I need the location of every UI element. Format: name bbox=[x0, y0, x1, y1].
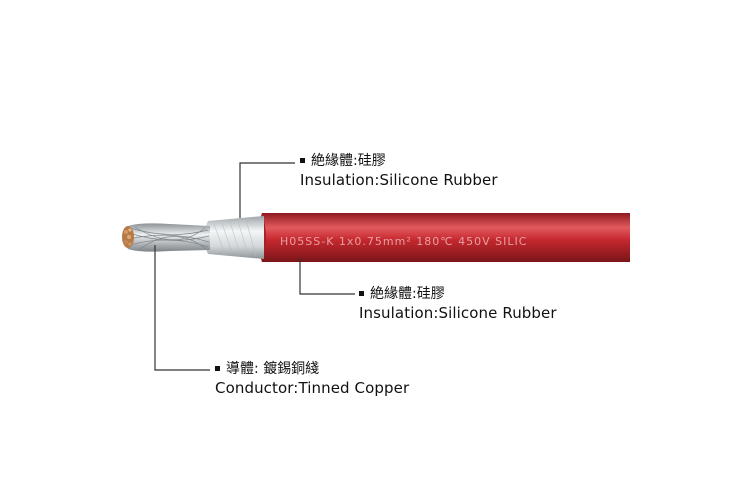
callout-conductor: 導體: 鍍錫銅綫 Conductor:Tinned Copper bbox=[215, 361, 409, 397]
leader-lines bbox=[154, 162, 355, 371]
cable-marking: H05SS-K 1x0.75mm² 180℃ 450V SILIC bbox=[280, 235, 527, 248]
outer-jacket bbox=[258, 213, 630, 262]
bullet-icon bbox=[215, 365, 220, 371]
callout-en-text: Insulation:Silicone Rubber bbox=[359, 303, 557, 322]
callout-cn-text: 絶緣體:硅膠 bbox=[370, 286, 445, 302]
leader-insulation-top bbox=[239, 162, 295, 218]
inner-insulation bbox=[204, 216, 264, 259]
callout-cn-text: 導體: 鍍錫銅綫 bbox=[226, 361, 320, 377]
conductor-strands bbox=[128, 226, 210, 250]
callout-en-text: Insulation:Silicone Rubber bbox=[300, 170, 498, 189]
bullet-icon bbox=[300, 157, 305, 163]
leader-conductor bbox=[154, 245, 210, 371]
insulation-texture bbox=[213, 219, 257, 257]
callout-insulation-top: 絶緣體:硅膠 Insulation:Silicone Rubber bbox=[300, 153, 498, 189]
conductor-bundle bbox=[124, 223, 210, 252]
leader-insulation-bottom bbox=[299, 258, 355, 295]
bullet-icon bbox=[359, 290, 364, 296]
callout-insulation-bottom: 絶緣體:硅膠 Insulation:Silicone Rubber bbox=[359, 286, 557, 322]
callout-cn-text: 絶緣體:硅膠 bbox=[311, 153, 386, 169]
callout-en-text: Conductor:Tinned Copper bbox=[215, 378, 410, 397]
strand-tips bbox=[122, 226, 134, 248]
